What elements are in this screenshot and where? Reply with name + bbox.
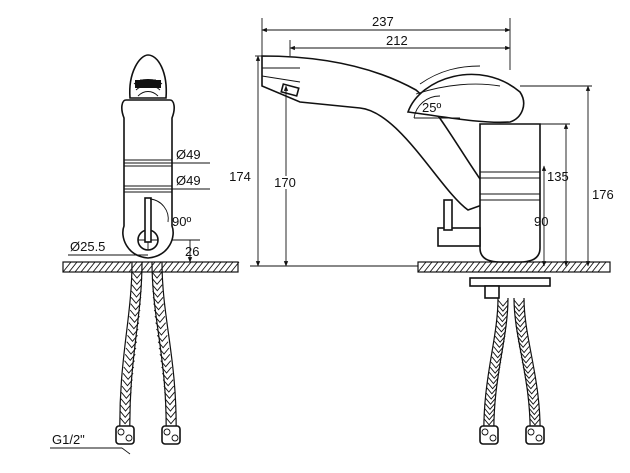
side-countertop — [417, 261, 611, 299]
front-body — [121, 99, 175, 259]
side-width-total-label: 237 — [372, 14, 394, 29]
front-hoses — [115, 261, 181, 445]
front-thread-label: G1/2" — [52, 432, 85, 447]
front-dia-top-label: Ø49 — [176, 147, 201, 162]
front-dimension-lines — [50, 162, 210, 455]
side-height-body-label: 135 — [547, 169, 569, 184]
side-height-left-label: 174 — [229, 169, 251, 184]
front-view: Ø49 Ø49 90º Ø25.5 26 G1/2" — [50, 54, 240, 455]
side-height-total-label: 176 — [592, 187, 614, 202]
side-hoses — [479, 297, 545, 445]
side-dimension-lines — [250, 18, 592, 267]
front-handle — [129, 54, 168, 99]
side-lever — [406, 65, 525, 124]
front-angle-label: 90º — [172, 214, 191, 229]
front-dia-base-label: Ø25.5 — [70, 239, 105, 254]
front-height-small-label: 26 — [185, 244, 199, 259]
front-dia-bottom-label: Ø49 — [176, 173, 201, 188]
side-angle-label: 25º — [422, 100, 441, 115]
side-height-lever-label: 90 — [534, 214, 548, 229]
side-body — [437, 123, 541, 263]
front-countertop — [62, 261, 240, 273]
side-height-spout-label: 170 — [274, 175, 296, 190]
side-view: 237 212 174 170 25º 135 90 176 — [229, 14, 614, 445]
side-width-spout-label: 212 — [386, 33, 408, 48]
